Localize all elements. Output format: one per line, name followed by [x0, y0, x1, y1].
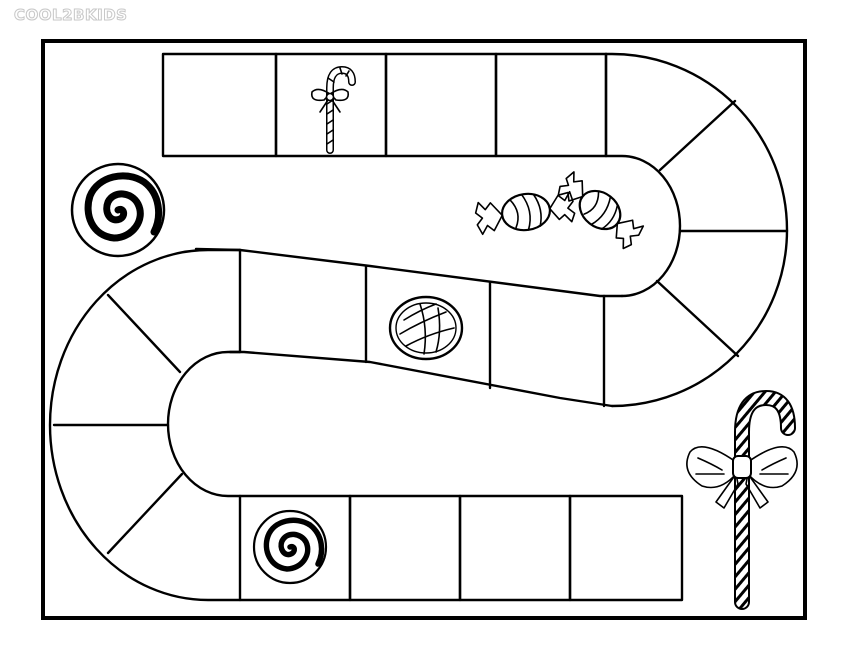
swirl-lollipop-icon [252, 509, 328, 585]
board-space-21[interactable] [568, 494, 684, 602]
site-watermark: COOL2BKIDS [13, 6, 128, 25]
candy-cane-icon [686, 389, 798, 610]
board-space-3[interactable] [384, 52, 498, 158]
candy-cane-icon [310, 65, 356, 154]
middle-band-bottom [228, 350, 614, 408]
curve-divider-a [658, 99, 737, 172]
middle-band-top [194, 247, 624, 298]
left-divider-a [106, 293, 182, 374]
left-divider-c [106, 472, 184, 555]
right-curve [602, 52, 789, 408]
board-space-4[interactable] [494, 52, 608, 158]
board-space-20[interactable] [458, 494, 572, 602]
board-space-19[interactable] [348, 494, 462, 602]
board-border [41, 39, 807, 620]
bottom-row [238, 494, 684, 602]
board-space-1[interactable] [161, 52, 278, 158]
top-row [161, 52, 608, 158]
left-curve [48, 248, 242, 602]
left-curve-outer [48, 248, 242, 602]
right-curve-inner [604, 154, 682, 298]
right-curve-outer [604, 52, 789, 408]
curve-divider-c [655, 279, 740, 358]
hard-candy-icon [388, 295, 464, 361]
left-curve-inner [166, 350, 242, 498]
swirl-lollipop-icon [70, 162, 166, 258]
wrapped-candies-icon [474, 171, 645, 250]
